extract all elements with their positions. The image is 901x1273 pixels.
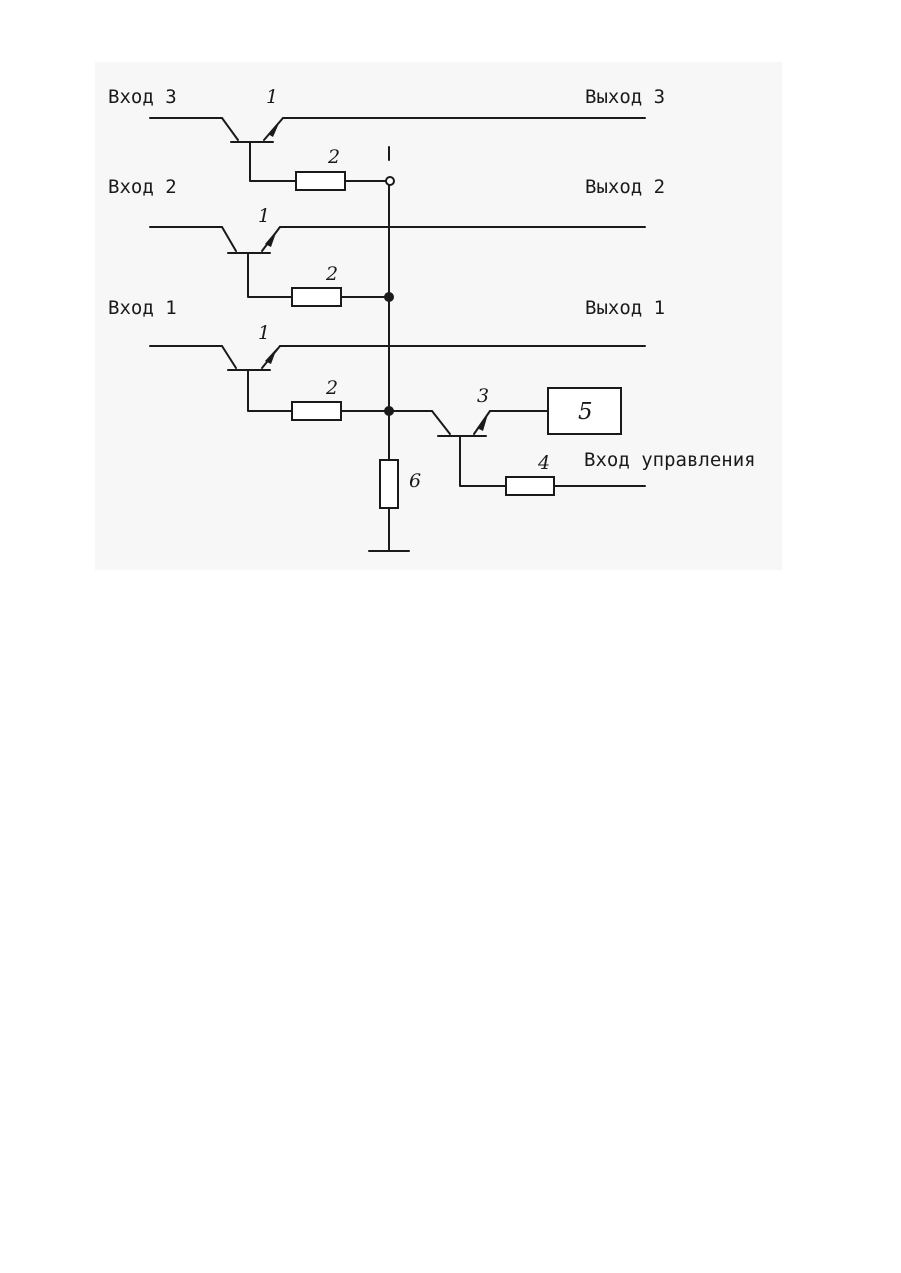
transistor-1-emitter-arrow	[265, 348, 277, 364]
circuit-schematic: Вход 3 Выход 3 1 2 Вход 2 Выход 2 1 2 Вх…	[95, 62, 782, 570]
transistor-2-designator: 1	[258, 205, 270, 227]
base-2-wire	[248, 253, 292, 297]
bus-terminal	[386, 177, 394, 185]
input-3-label: Вход 3	[108, 86, 177, 108]
base-3-wire	[250, 142, 296, 181]
load-block-designator: 5	[578, 399, 593, 425]
control-stage: 3 5 4 Вход управления	[389, 385, 756, 495]
circuit-figure: Вход 3 Выход 3 1 2 Вход 2 Выход 2 1 2 Вх…	[95, 62, 782, 570]
control-input-label: Вход управления	[584, 449, 756, 471]
control-base-wire	[460, 436, 506, 486]
resistor-3-designator: 2	[327, 146, 340, 168]
transistor-2-collector	[222, 227, 236, 251]
transistor-1-designator: 1	[258, 322, 270, 344]
resistor-6	[380, 460, 398, 508]
output-3-label: Выход 3	[585, 86, 665, 108]
resistor-2	[292, 288, 341, 306]
ground-resistor-group: 6	[369, 460, 421, 551]
output-1-label: Выход 1	[585, 297, 665, 319]
resistor-4	[506, 477, 554, 495]
resistor-3	[296, 172, 345, 190]
output-2-label: Выход 2	[585, 176, 665, 198]
resistor-2-designator: 2	[325, 263, 338, 285]
transistor-3-designator: 1	[266, 86, 278, 108]
input-1-label: Вход 1	[108, 297, 177, 319]
resistor-4-designator: 4	[537, 452, 550, 474]
transistor-3c-collector	[432, 411, 450, 434]
channel-3: Вход 3 Выход 3 1 2	[108, 86, 665, 190]
base-1-wire	[248, 370, 292, 411]
transistor-3-collector	[222, 118, 238, 140]
control-transistor-designator: 3	[477, 385, 489, 407]
channel-2: Вход 2 Выход 2 1 2	[108, 176, 665, 306]
transistor-3c-emitter-arrow	[477, 414, 488, 431]
resistor-1	[292, 402, 341, 420]
resistor-1-designator: 2	[325, 377, 338, 399]
resistor-6-designator: 6	[409, 470, 421, 492]
transistor-2-emitter-arrow	[265, 230, 277, 247]
input-2-label: Вход 2	[108, 176, 177, 198]
transistor-3-emitter-arrow	[268, 121, 280, 137]
transistor-1-collector	[222, 346, 236, 368]
